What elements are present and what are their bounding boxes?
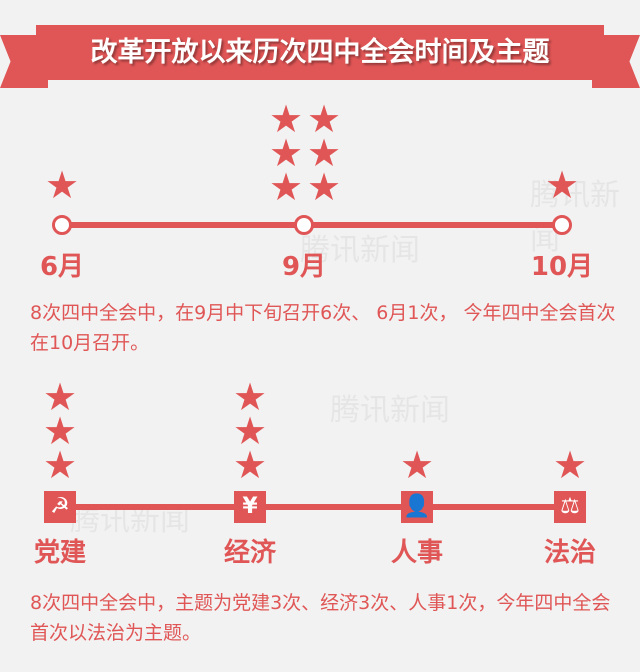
themes-line	[60, 504, 570, 510]
star-icon: ★	[44, 163, 80, 207]
star-icon: ★	[268, 165, 304, 209]
star-icon: ★	[42, 409, 78, 453]
theme-label: 党建	[33, 538, 86, 568]
star-icon: ★	[306, 165, 342, 209]
hammer-sickle-icon: ☭	[44, 491, 76, 523]
timeline-node	[52, 215, 72, 235]
timeline-node	[552, 215, 572, 235]
star-icon: ★	[399, 443, 435, 487]
watermark: 腾讯新闻	[330, 393, 450, 428]
star-icon: ★	[232, 409, 268, 453]
timeline-description: 8次四中全会中，在9月中下旬召开6次、 6月1次， 今年四中全会首次在10月召开…	[30, 302, 616, 354]
theme-label: 经济	[223, 538, 276, 568]
themes-description: 8次四中全会中，主题为党建3次、经济3次、人事1次，今年四中全会首次以法治为主题…	[30, 592, 611, 644]
star-icon: ★	[268, 131, 304, 175]
month-label: 9月	[281, 252, 327, 282]
star-icon: ★	[232, 375, 268, 419]
watermark: 腾讯新闻	[300, 233, 420, 268]
star-icon: ★	[232, 443, 268, 487]
yen-icon: ¥	[234, 491, 266, 523]
star-icon: ★	[42, 443, 78, 487]
star-icon: ★	[42, 375, 78, 419]
gavel-icon: ⚖	[554, 491, 586, 523]
title-banner	[36, 25, 604, 80]
timeline-node	[294, 215, 314, 235]
star-icon: ★	[268, 97, 304, 141]
star-icon: ★	[306, 97, 342, 141]
star-icon: ★	[552, 443, 588, 487]
theme-label: 人事	[390, 538, 443, 568]
theme-label: 法治	[543, 538, 596, 568]
page-title: 改革开放以来历次四中全会时间及主题	[90, 37, 550, 68]
person-icon: 👤	[401, 491, 433, 523]
star-icon: ★	[544, 163, 580, 207]
star-icon: ★	[306, 131, 342, 175]
month-label: 6月	[39, 252, 85, 282]
month-label: 10月	[530, 252, 594, 282]
